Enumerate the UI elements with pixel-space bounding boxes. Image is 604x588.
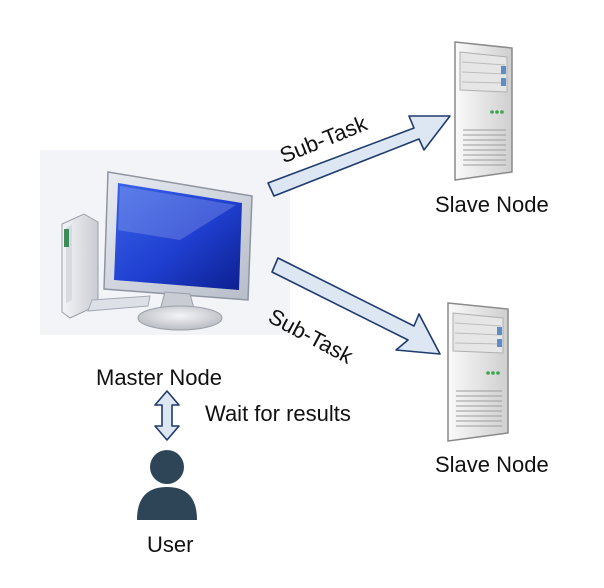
node-label-user: User (147, 532, 194, 557)
master-monitor-screen (114, 183, 242, 290)
user-icon (137, 450, 197, 520)
arrow-to-slave-bottom (271, 257, 441, 355)
slave-server-bottom-icon (447, 302, 509, 442)
arrow-master-user (154, 390, 180, 441)
node-label-master: Master Node (96, 365, 222, 390)
slave-server-top-icon (454, 41, 513, 181)
edge-label-wait: Wait for results (205, 401, 351, 426)
arrow-to-slave-top (267, 115, 451, 197)
node-label-slave-bottom: Slave Node (435, 452, 549, 477)
node-label-slave-top: Slave Node (435, 192, 549, 217)
